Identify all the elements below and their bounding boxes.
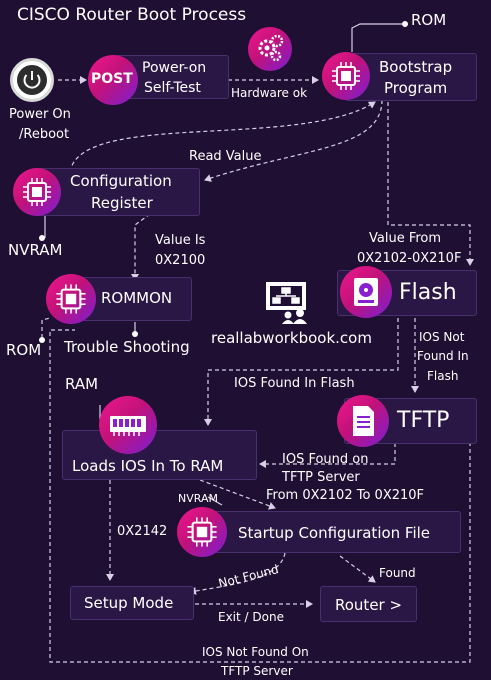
document-icon (353, 406, 374, 436)
value-from-label-1: Value From (369, 231, 442, 246)
ram-label: RAM (65, 375, 99, 393)
config-register-box (37, 168, 200, 216)
website-label: reallabworkbook.com (211, 329, 372, 347)
loads-ios-box (62, 430, 257, 480)
ram-node (99, 396, 157, 454)
post-desc-1: Power-on (142, 60, 207, 76)
trouble-shooting-label: Trouble Shooting (64, 338, 190, 356)
edge-bootstrap-flash (387, 102, 474, 266)
startup-chip-node (177, 507, 227, 557)
bootstrap-chip-node (322, 52, 370, 100)
config-register-label-2: Register (91, 194, 153, 212)
value-from-label-2: 0X2102-0X210F (357, 251, 462, 266)
ios-not-found-tftp-2: TFTP Server (221, 664, 293, 678)
rommon-label: ROMMON (101, 289, 173, 307)
rommon-chip-node (46, 274, 96, 324)
value-is-label-1: Value Is (155, 233, 206, 248)
setup-mode-box (70, 586, 194, 620)
chip-icon (187, 517, 217, 547)
flash-label: Flash (399, 280, 457, 305)
startup-label: Startup Configuration File (238, 524, 431, 542)
edge-startup-router (339, 555, 376, 583)
diagram-title: CISCO Router Boot Process (17, 5, 247, 25)
bootstrap-label-2: Program (384, 79, 448, 97)
tftp-node (337, 395, 389, 447)
power-label-2: /Reboot (19, 127, 70, 142)
post-label: POST (91, 71, 133, 87)
flash-drive-icon (354, 278, 378, 306)
value-is-label-2: 0X2100 (155, 253, 206, 268)
edge-rom-rommon (41, 317, 51, 338)
bootstrap-label-1: Bootstrap (379, 58, 453, 76)
nvram-label: NVRAM (8, 241, 63, 259)
router-label: Router > (335, 596, 403, 614)
ios-not-found-flash-3: Flash (427, 369, 459, 383)
edge-config-rommon (131, 213, 151, 281)
config-chip-node (13, 168, 61, 216)
rom-top-label: ROM (411, 11, 447, 29)
read-value-label: Read Value (189, 149, 262, 164)
nvram-small-label: NVRAM (178, 492, 218, 505)
ox2142-label: 0X2142 (117, 524, 168, 539)
setup-mode-label: Setup Mode (84, 594, 174, 612)
power-label-1: Power On (9, 107, 71, 122)
router-box (320, 586, 417, 622)
chip-icon (23, 178, 51, 206)
rom-left-label: ROM (6, 341, 42, 359)
edge-tftp-ram (259, 443, 396, 468)
exit-done-label: Exit / Done (218, 610, 284, 624)
from-range-label: From 0X2102 To 0X210F (266, 488, 425, 503)
loads-ios-label: Loads IOS In To RAM (72, 457, 224, 475)
ram-icon (110, 416, 146, 436)
gears-node (248, 27, 292, 71)
tftp-label: TFTP (397, 408, 450, 433)
found-label: Found (379, 566, 416, 580)
network-diagram-icon (264, 280, 312, 324)
edge-config-bootstrap (69, 101, 376, 173)
flash-node (340, 266, 392, 318)
post-desc-2: Self-Test (144, 80, 201, 96)
edge-ram-startup (199, 479, 276, 510)
gears-icon (258, 34, 284, 62)
ios-not-found-flash-1: IOS Not (419, 330, 465, 344)
ios-found-tftp-2: TFTP Server (282, 470, 360, 485)
chip-icon (332, 62, 360, 90)
config-register-label-1: Configuration (70, 172, 172, 190)
edge-bootstrap-config (204, 99, 383, 182)
edge-tftp-rommon (49, 329, 471, 663)
chip-icon (56, 284, 86, 314)
edge-rom-bootstrap (351, 23, 405, 52)
ios-not-found-tftp-1: IOS Not Found On (202, 645, 309, 659)
hardware-ok-label: Hardware ok (231, 86, 308, 100)
ios-found-flash-label: IOS Found In Flash (234, 376, 355, 391)
edge-startup-setup (189, 552, 286, 595)
post-node (88, 55, 138, 105)
ios-found-tftp-1: IOS Found on (282, 452, 369, 467)
edge-flash-ram (204, 318, 399, 426)
power-icon (17, 65, 47, 95)
ios-not-found-flash-2: Found In (417, 349, 469, 363)
power-node (10, 58, 54, 102)
